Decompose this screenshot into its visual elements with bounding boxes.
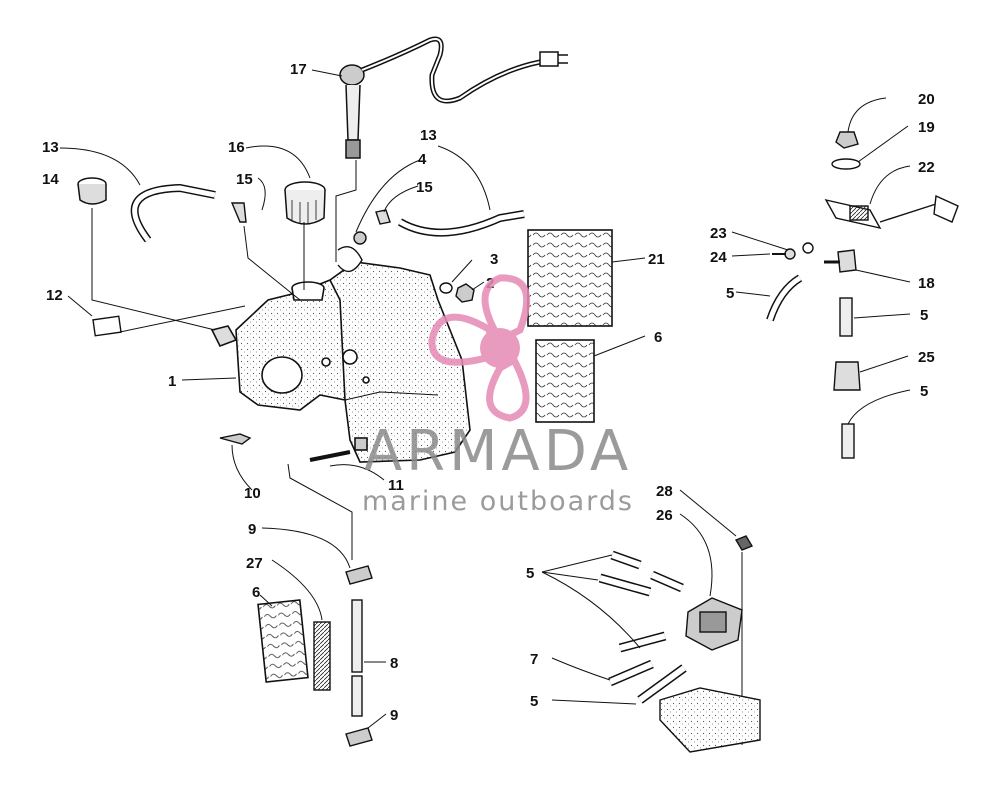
- small-hardware: [92, 231, 475, 462]
- callout-6-left: 6: [252, 584, 260, 601]
- propeller-logo-icon: [428, 274, 531, 422]
- fuel-gauge-sender: [339, 36, 568, 159]
- callout-3: 3: [490, 251, 498, 268]
- hoses: [130, 183, 525, 243]
- callout-4: 4: [418, 151, 427, 168]
- callout-19: 19: [918, 119, 935, 136]
- leader-lines: [59, 69, 911, 729]
- callout-28: 28: [656, 483, 673, 500]
- callout-10: 10: [244, 485, 261, 502]
- callout-17: 17: [290, 61, 307, 78]
- callout-24: 24: [710, 249, 727, 266]
- callout-27: 27: [246, 555, 263, 572]
- callout-8: 8: [390, 655, 398, 672]
- callout-5-filter-bottom: 5: [920, 383, 928, 400]
- callout-20: 20: [918, 91, 935, 108]
- callout-13-left: 13: [42, 139, 59, 156]
- callout-25: 25: [918, 349, 935, 366]
- callout-12: 12: [46, 287, 63, 304]
- watermark-brand: ARMADA: [364, 419, 632, 484]
- callout-16: 16: [228, 139, 245, 156]
- callout-18: 18: [918, 275, 935, 292]
- callout-5-lower-group: 5: [526, 565, 534, 582]
- callout-5-upper-left: 5: [726, 285, 734, 302]
- fuel-tank: [210, 261, 471, 463]
- fuel-pump-assembly: [598, 535, 761, 753]
- callout-11: 11: [388, 477, 404, 494]
- callout-21: 21: [648, 251, 665, 268]
- armada-watermark: ARMADA marine outboards: [362, 274, 634, 517]
- callout-5-upper-right: 5: [920, 307, 928, 324]
- fuel-filter-assembly: [766, 131, 959, 459]
- callout-labels: 13 14 12 1 16 15 17 4 15 13 3 2 21 6 10 …: [42, 61, 935, 724]
- callout-22: 22: [918, 159, 935, 176]
- callout-6-right: 6: [654, 329, 662, 346]
- callout-9-top: 9: [248, 521, 256, 538]
- callout-15-left: 15: [236, 171, 253, 188]
- callout-14: 14: [42, 171, 59, 188]
- elbow-fittings: [230, 202, 391, 225]
- panels: [257, 229, 613, 683]
- callout-26: 26: [656, 507, 673, 524]
- lower-parts: [313, 565, 373, 747]
- callout-15-right: 15: [416, 179, 433, 196]
- callout-5-lower: 5: [530, 693, 538, 710]
- callout-13-right: 13: [420, 127, 437, 144]
- callout-7: 7: [530, 651, 538, 668]
- watermark-tagline: marine outboards: [362, 486, 634, 517]
- small-cap: [77, 177, 107, 205]
- fuel-cap: [284, 181, 326, 225]
- callout-9-bottom: 9: [390, 707, 398, 724]
- callout-1: 1: [168, 373, 176, 390]
- callout-23: 23: [710, 225, 727, 242]
